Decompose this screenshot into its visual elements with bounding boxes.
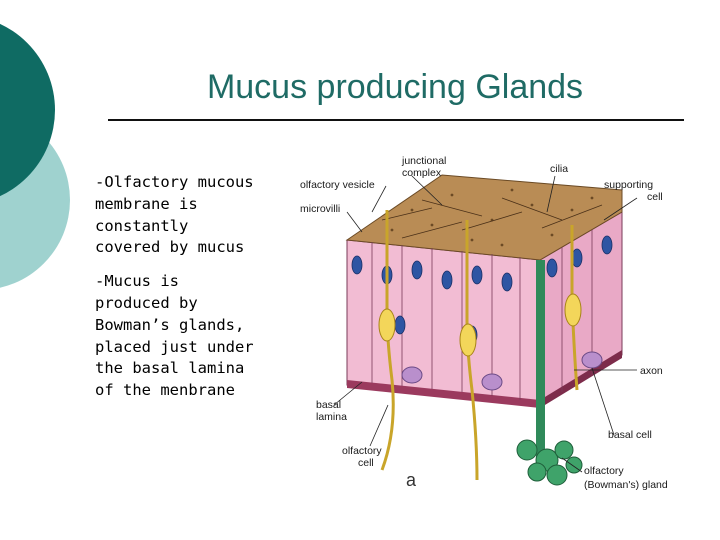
- paragraph-olfactory-membrane: -Olfactory mucous membrane is constantly…: [95, 173, 254, 257]
- label-olfactory-vesicle: olfactory vesicle: [300, 179, 375, 191]
- mucus-surface: [345, 174, 623, 261]
- label-junctional-complex: junctional: [401, 155, 446, 167]
- body-text: -Olfactory mucous membrane is constantly…: [95, 172, 275, 414]
- cilia-lines: [381, 197, 603, 239]
- label-junctional-complex-2: complex: [402, 167, 442, 179]
- label-microvilli: microvilli: [300, 203, 340, 215]
- paragraph-bowmans-glands: -Mucus is produced by Bowman’s glands, p…: [95, 272, 254, 400]
- label-olfactory-gland-2: (Bowman's) gland: [584, 479, 668, 491]
- label-olfactory-cell: olfactory: [342, 445, 382, 457]
- slide-title: Mucus producing Glands: [206, 68, 584, 106]
- label-basal-cell: basal cell: [608, 429, 652, 441]
- supporting-cells: [371, 230, 593, 400]
- olfactory-mucosa-diagram: junctional complex cilia olfactory vesic…: [300, 155, 668, 491]
- basal-lamina-band: [347, 380, 540, 408]
- epithelium-front-face: [346, 239, 541, 406]
- bowmans-gland-acini: [516, 439, 583, 486]
- label-basal-lamina-2: lamina: [316, 411, 347, 423]
- panel-letter: a: [406, 470, 417, 490]
- basal-cells: [401, 351, 603, 391]
- basal-lamina-side: [540, 350, 622, 408]
- label-supporting-cell-2: cell: [647, 191, 663, 203]
- leader-lines: [333, 175, 638, 473]
- title-rule: [108, 119, 684, 121]
- label-basal-lamina: basal: [316, 399, 341, 411]
- gland-duct: [536, 260, 545, 460]
- label-olfactory-gland: olfactory: [584, 465, 624, 477]
- decorative-circles: [0, 23, 70, 288]
- label-axon: axon: [640, 365, 663, 377]
- cell-nuclei: [351, 235, 613, 345]
- label-olfactory-cell-2: cell: [358, 457, 374, 469]
- label-supporting-cell: supporting: [604, 179, 653, 191]
- olfactory-cell-bodies: [378, 293, 582, 357]
- label-cilia: cilia: [550, 163, 568, 175]
